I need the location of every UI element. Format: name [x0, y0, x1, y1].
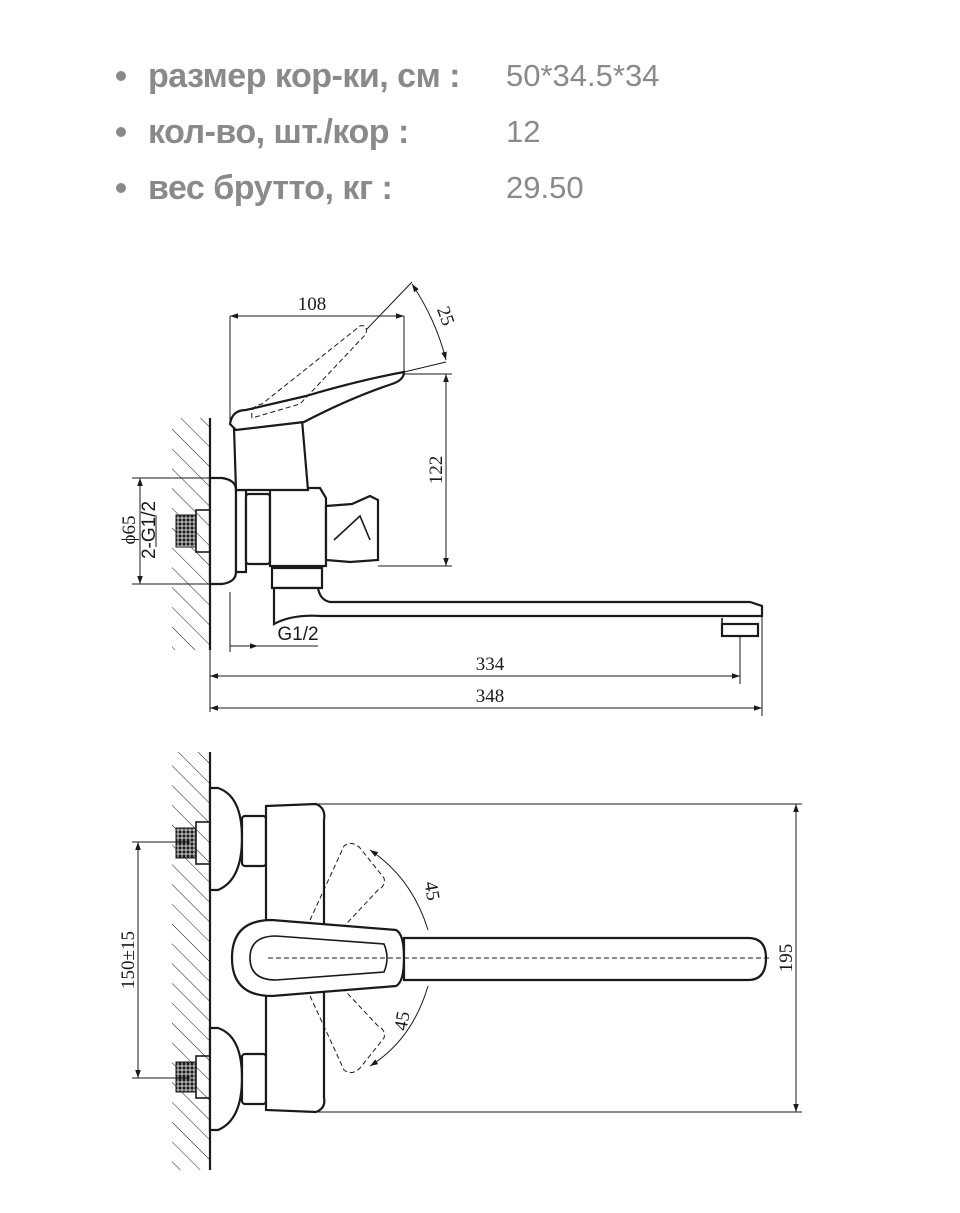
bullet-icon [116, 127, 126, 137]
inlet-thread [175, 827, 197, 859]
wall-flange [208, 1026, 244, 1132]
eccentric-nut [240, 1052, 268, 1106]
spec-value: 12 [506, 114, 541, 149]
dim-arc-25 [411, 283, 447, 361]
lever-rotated-outline [251, 325, 367, 419]
dim-label-rotation-lower: 45 [391, 1010, 415, 1032]
dim-label-lever-length: 108 [298, 294, 327, 315]
dim-label-spout-reach: 334 [476, 654, 505, 675]
wall-hatch [172, 752, 210, 1170]
spout [402, 936, 768, 982]
spec-label: размер кор-ки, см : [148, 56, 461, 95]
dim-arc-45-upper [369, 849, 429, 931]
inlet-thread [175, 514, 197, 548]
dim-label-lever-angle: 25 [432, 304, 458, 329]
spec-value: 50*34.5*34 [506, 58, 660, 93]
spec-value: 29.50 [506, 170, 584, 205]
dim-label-inlet-spacing: 150±15 [118, 931, 139, 989]
lever-rotated-lower [299, 963, 385, 1074]
lever-inner [249, 935, 388, 981]
cartridge-housing [232, 418, 310, 492]
dim-label-outlet-thread: G1/2 [277, 624, 318, 645]
outlet-nut [270, 566, 324, 590]
body-nut [244, 492, 272, 566]
lever-handle [228, 370, 406, 432]
diverter-knob [324, 494, 380, 564]
dim-label-flange: ϕ65 [119, 515, 140, 544]
aerator [720, 622, 760, 638]
spec-row-box-size: размер кор-ки, см : 50*34.5*34 [116, 56, 876, 96]
dim-ext [365, 281, 413, 331]
dim-label-inlet-thread: 2-G1/2 [139, 501, 160, 559]
wall-flange [208, 476, 238, 586]
diverter-detail [333, 514, 371, 541]
dim-label-rotation-upper: 45 [419, 880, 443, 902]
dim-label-height: 122 [426, 456, 447, 485]
lever-rotated-upper [299, 842, 385, 953]
dim-label-overall-length: 348 [476, 686, 505, 707]
dim-label-body-depth: 195 [776, 944, 797, 973]
dim-ext [403, 361, 447, 373]
bullet-icon [116, 71, 126, 81]
spout [272, 586, 764, 626]
spec-label: вес брутто, кг : [148, 168, 393, 207]
bullet-icon [116, 183, 126, 193]
body-connector [234, 488, 248, 574]
dim-arc-45-lower [369, 985, 429, 1067]
top-view: 45 45 150±15 195 [118, 752, 802, 1170]
side-view: 108 25 122 ϕ65 2-G1/2 G1/2 [119, 281, 764, 716]
spec-label: кол-во, шт./кор : [148, 112, 409, 151]
spec-row-gross-weight: вес брутто, кг : 29.50 [116, 168, 876, 208]
inlet-thread [175, 1061, 197, 1093]
spec-row-quantity: кол-во, шт./кор : 12 [116, 112, 876, 152]
mixer-body [268, 486, 328, 568]
wall-flange [208, 786, 244, 892]
eccentric-nut [240, 814, 268, 868]
